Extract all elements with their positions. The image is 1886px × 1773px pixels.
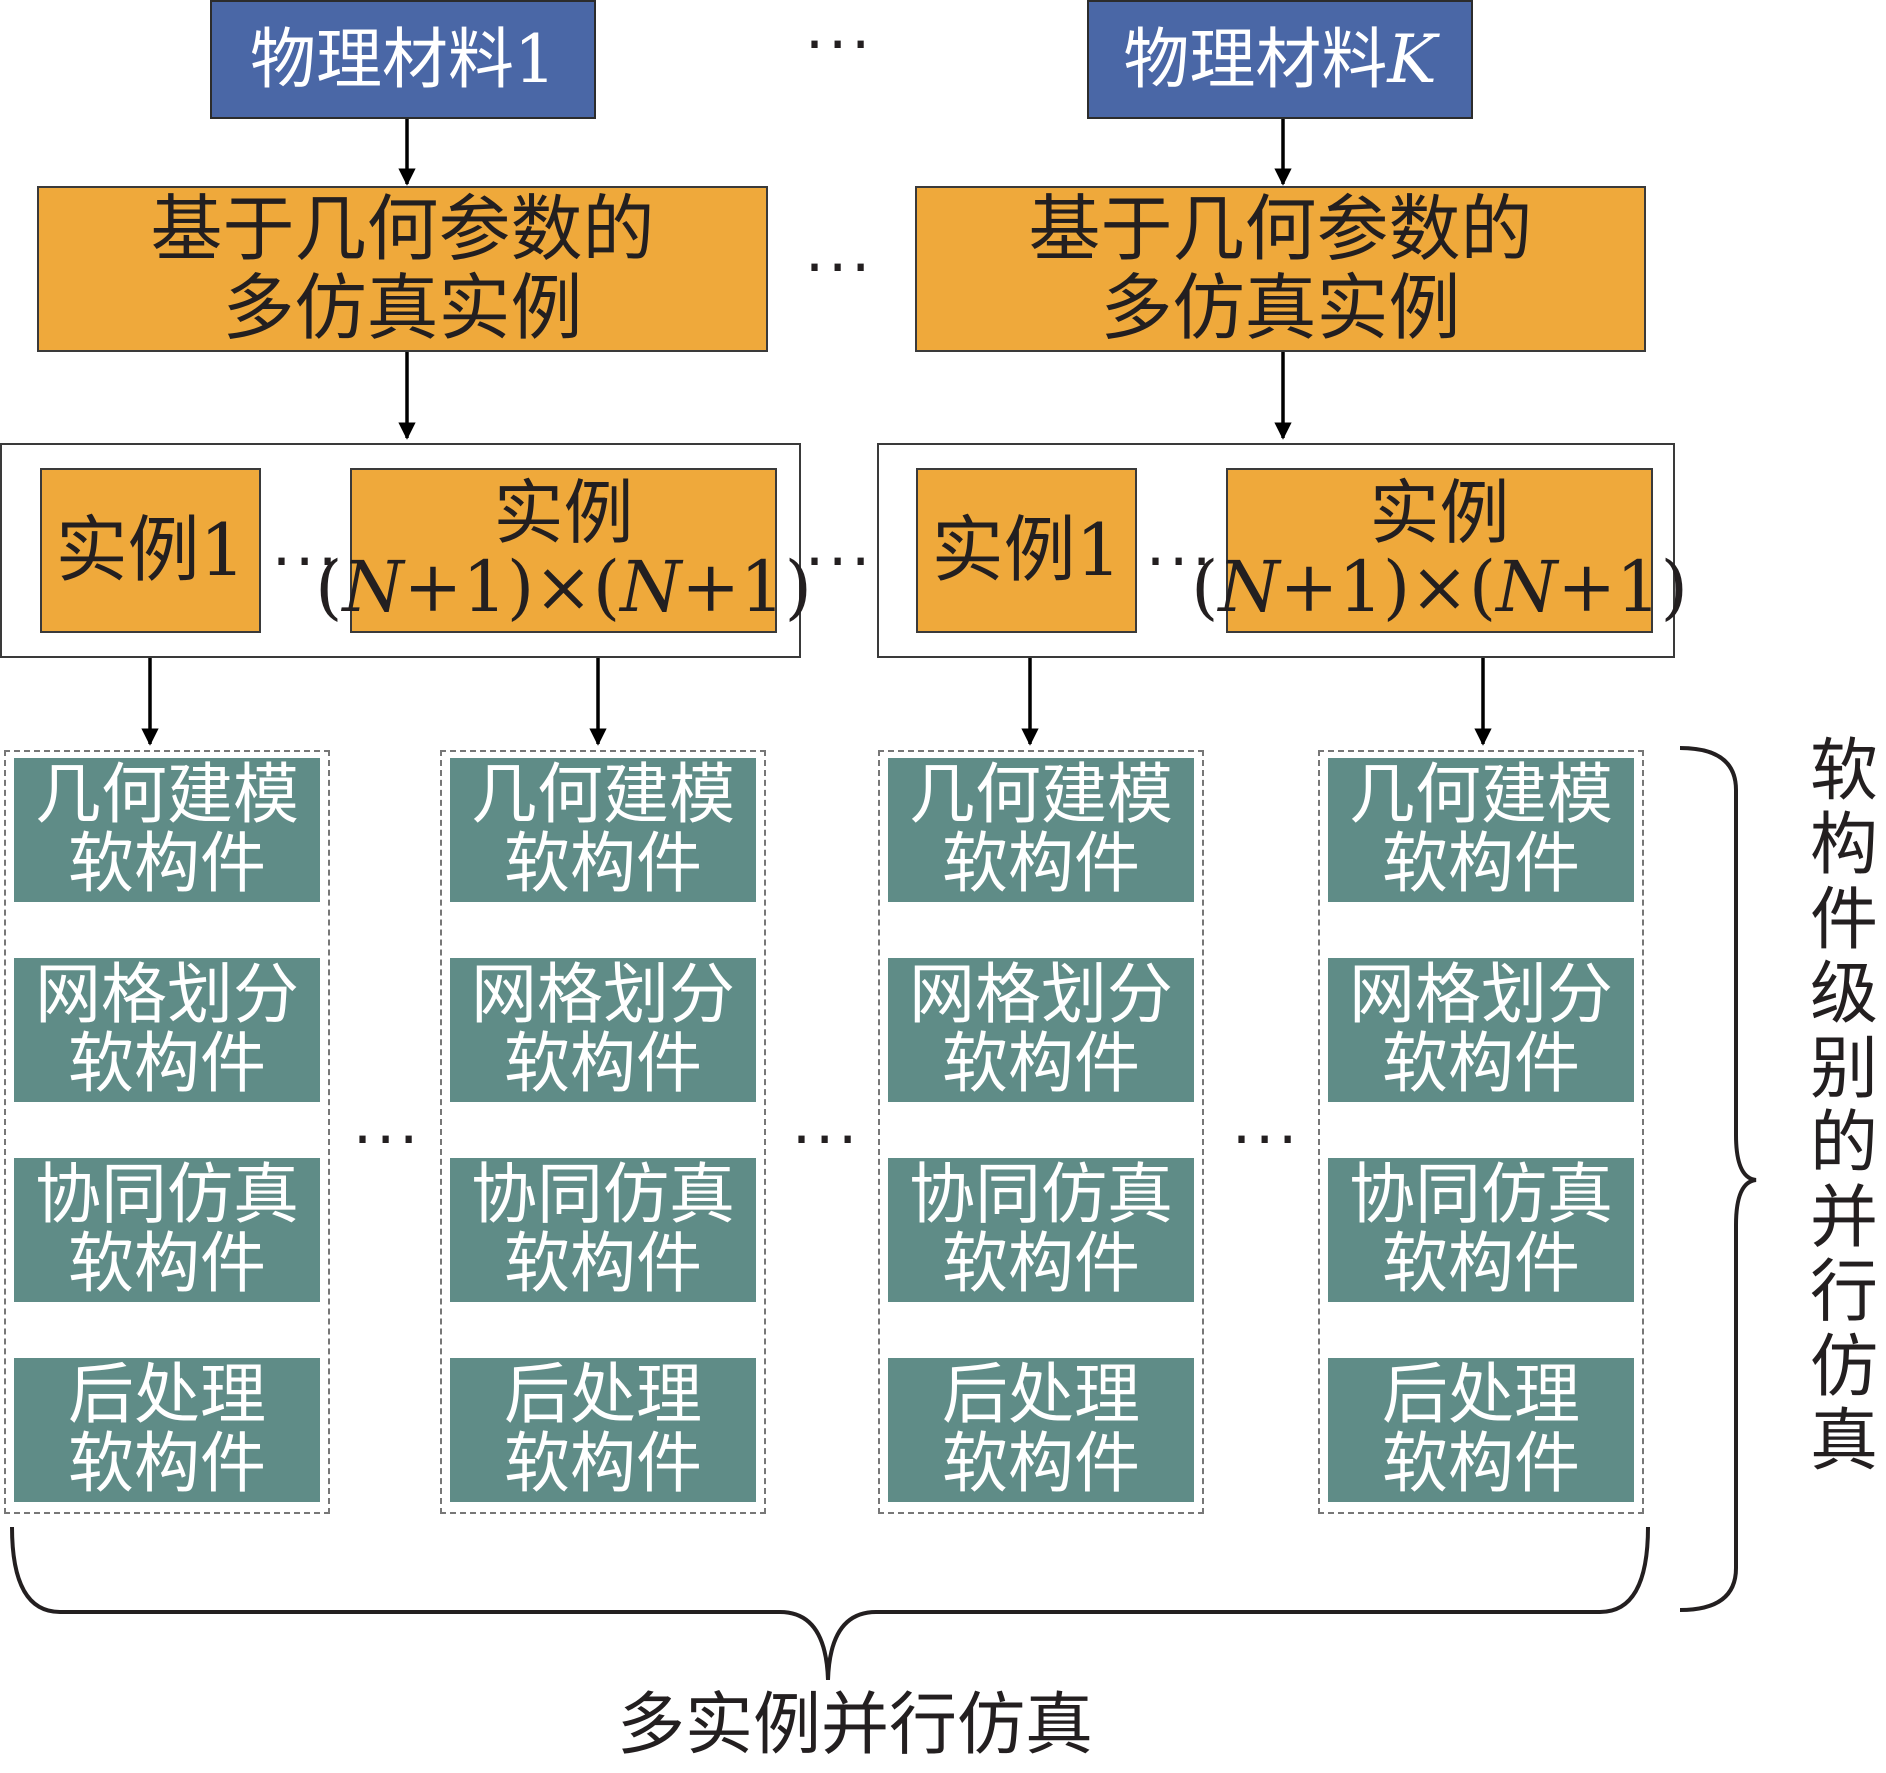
component-geometry: 几何建模软构件 xyxy=(14,758,320,902)
multi-instance-box-k: 基于几何参数的 多仿真实例 xyxy=(915,186,1646,352)
instance-last-line1: 实例 xyxy=(1369,472,1510,554)
instance-first-label: 实例1 xyxy=(931,508,1122,593)
component-cosim: 协同仿真软构件 xyxy=(888,1158,1194,1302)
ellipsis: ··· xyxy=(1146,527,1216,597)
component-postprocess: 后处理软构件 xyxy=(888,1358,1194,1502)
bottom-brace xyxy=(10,1526,1650,1681)
instance-first: 实例1 xyxy=(40,468,261,633)
ellipsis: ··· xyxy=(805,10,875,80)
material-box-1: 物理材料1 xyxy=(210,0,596,119)
component-postprocess: 后处理软构件 xyxy=(450,1358,756,1502)
instance-first: 实例1 xyxy=(916,468,1137,633)
multi-instance-box-1: 基于几何参数的 多仿真实例 xyxy=(37,186,768,352)
material-label: 物理材料 xyxy=(1123,20,1388,98)
bottom-label-multi-instance-parallel: 多实例并行仿真 xyxy=(616,1686,1093,1765)
instance-last-line2: (N+1)×(N+1) xyxy=(315,545,812,628)
instance-last-line1: 实例 xyxy=(493,472,634,554)
right-brace xyxy=(1679,746,1757,1612)
instance-last: 实例 (N+1)×(N+1) xyxy=(1191,468,1688,633)
instance-first-label: 实例1 xyxy=(55,508,246,593)
side-label-component-level-parallel: 软 构 件 级 别 的 并 行 仿 真 xyxy=(1809,732,1878,1482)
ellipsis: ··· xyxy=(805,233,875,303)
component-mesh: 网格划分软构件 xyxy=(888,958,1194,1102)
component-geometry: 几何建模软构件 xyxy=(1328,758,1634,902)
ellipsis: ··· xyxy=(272,527,342,597)
ellipsis: ··· xyxy=(353,1105,423,1175)
component-postprocess: 后处理软构件 xyxy=(1328,1358,1634,1502)
material-index: K xyxy=(1387,20,1437,98)
ellipsis: ··· xyxy=(792,1105,862,1175)
component-cosim: 协同仿真软构件 xyxy=(1328,1158,1634,1302)
multi-instance-line1: 基于几何参数的 xyxy=(150,186,655,271)
ellipsis: ··· xyxy=(1232,1105,1302,1175)
component-postprocess: 后处理软构件 xyxy=(14,1358,320,1502)
component-cosim: 协同仿真软构件 xyxy=(450,1158,756,1302)
component-cosim: 协同仿真软构件 xyxy=(14,1158,320,1302)
multi-instance-line2: 多仿真实例 xyxy=(1100,266,1461,350)
ellipsis: ··· xyxy=(805,527,875,597)
material-index: 1 xyxy=(514,20,556,98)
component-mesh: 网格划分软构件 xyxy=(1328,958,1634,1102)
component-geometry: 几何建模软构件 xyxy=(888,758,1194,902)
component-geometry: 几何建模软构件 xyxy=(450,758,756,902)
multi-instance-line2: 多仿真实例 xyxy=(222,266,583,350)
multi-instance-line1: 基于几何参数的 xyxy=(1028,186,1533,271)
material-label: 物理材料 xyxy=(250,20,514,98)
instance-last: 实例 (N+1)×(N+1) xyxy=(315,468,812,633)
material-box-k: 物理材料K xyxy=(1087,0,1473,119)
instance-last-line2: (N+1)×(N+1) xyxy=(1191,545,1688,628)
component-mesh: 网格划分软构件 xyxy=(14,958,320,1102)
component-mesh: 网格划分软构件 xyxy=(450,958,756,1102)
